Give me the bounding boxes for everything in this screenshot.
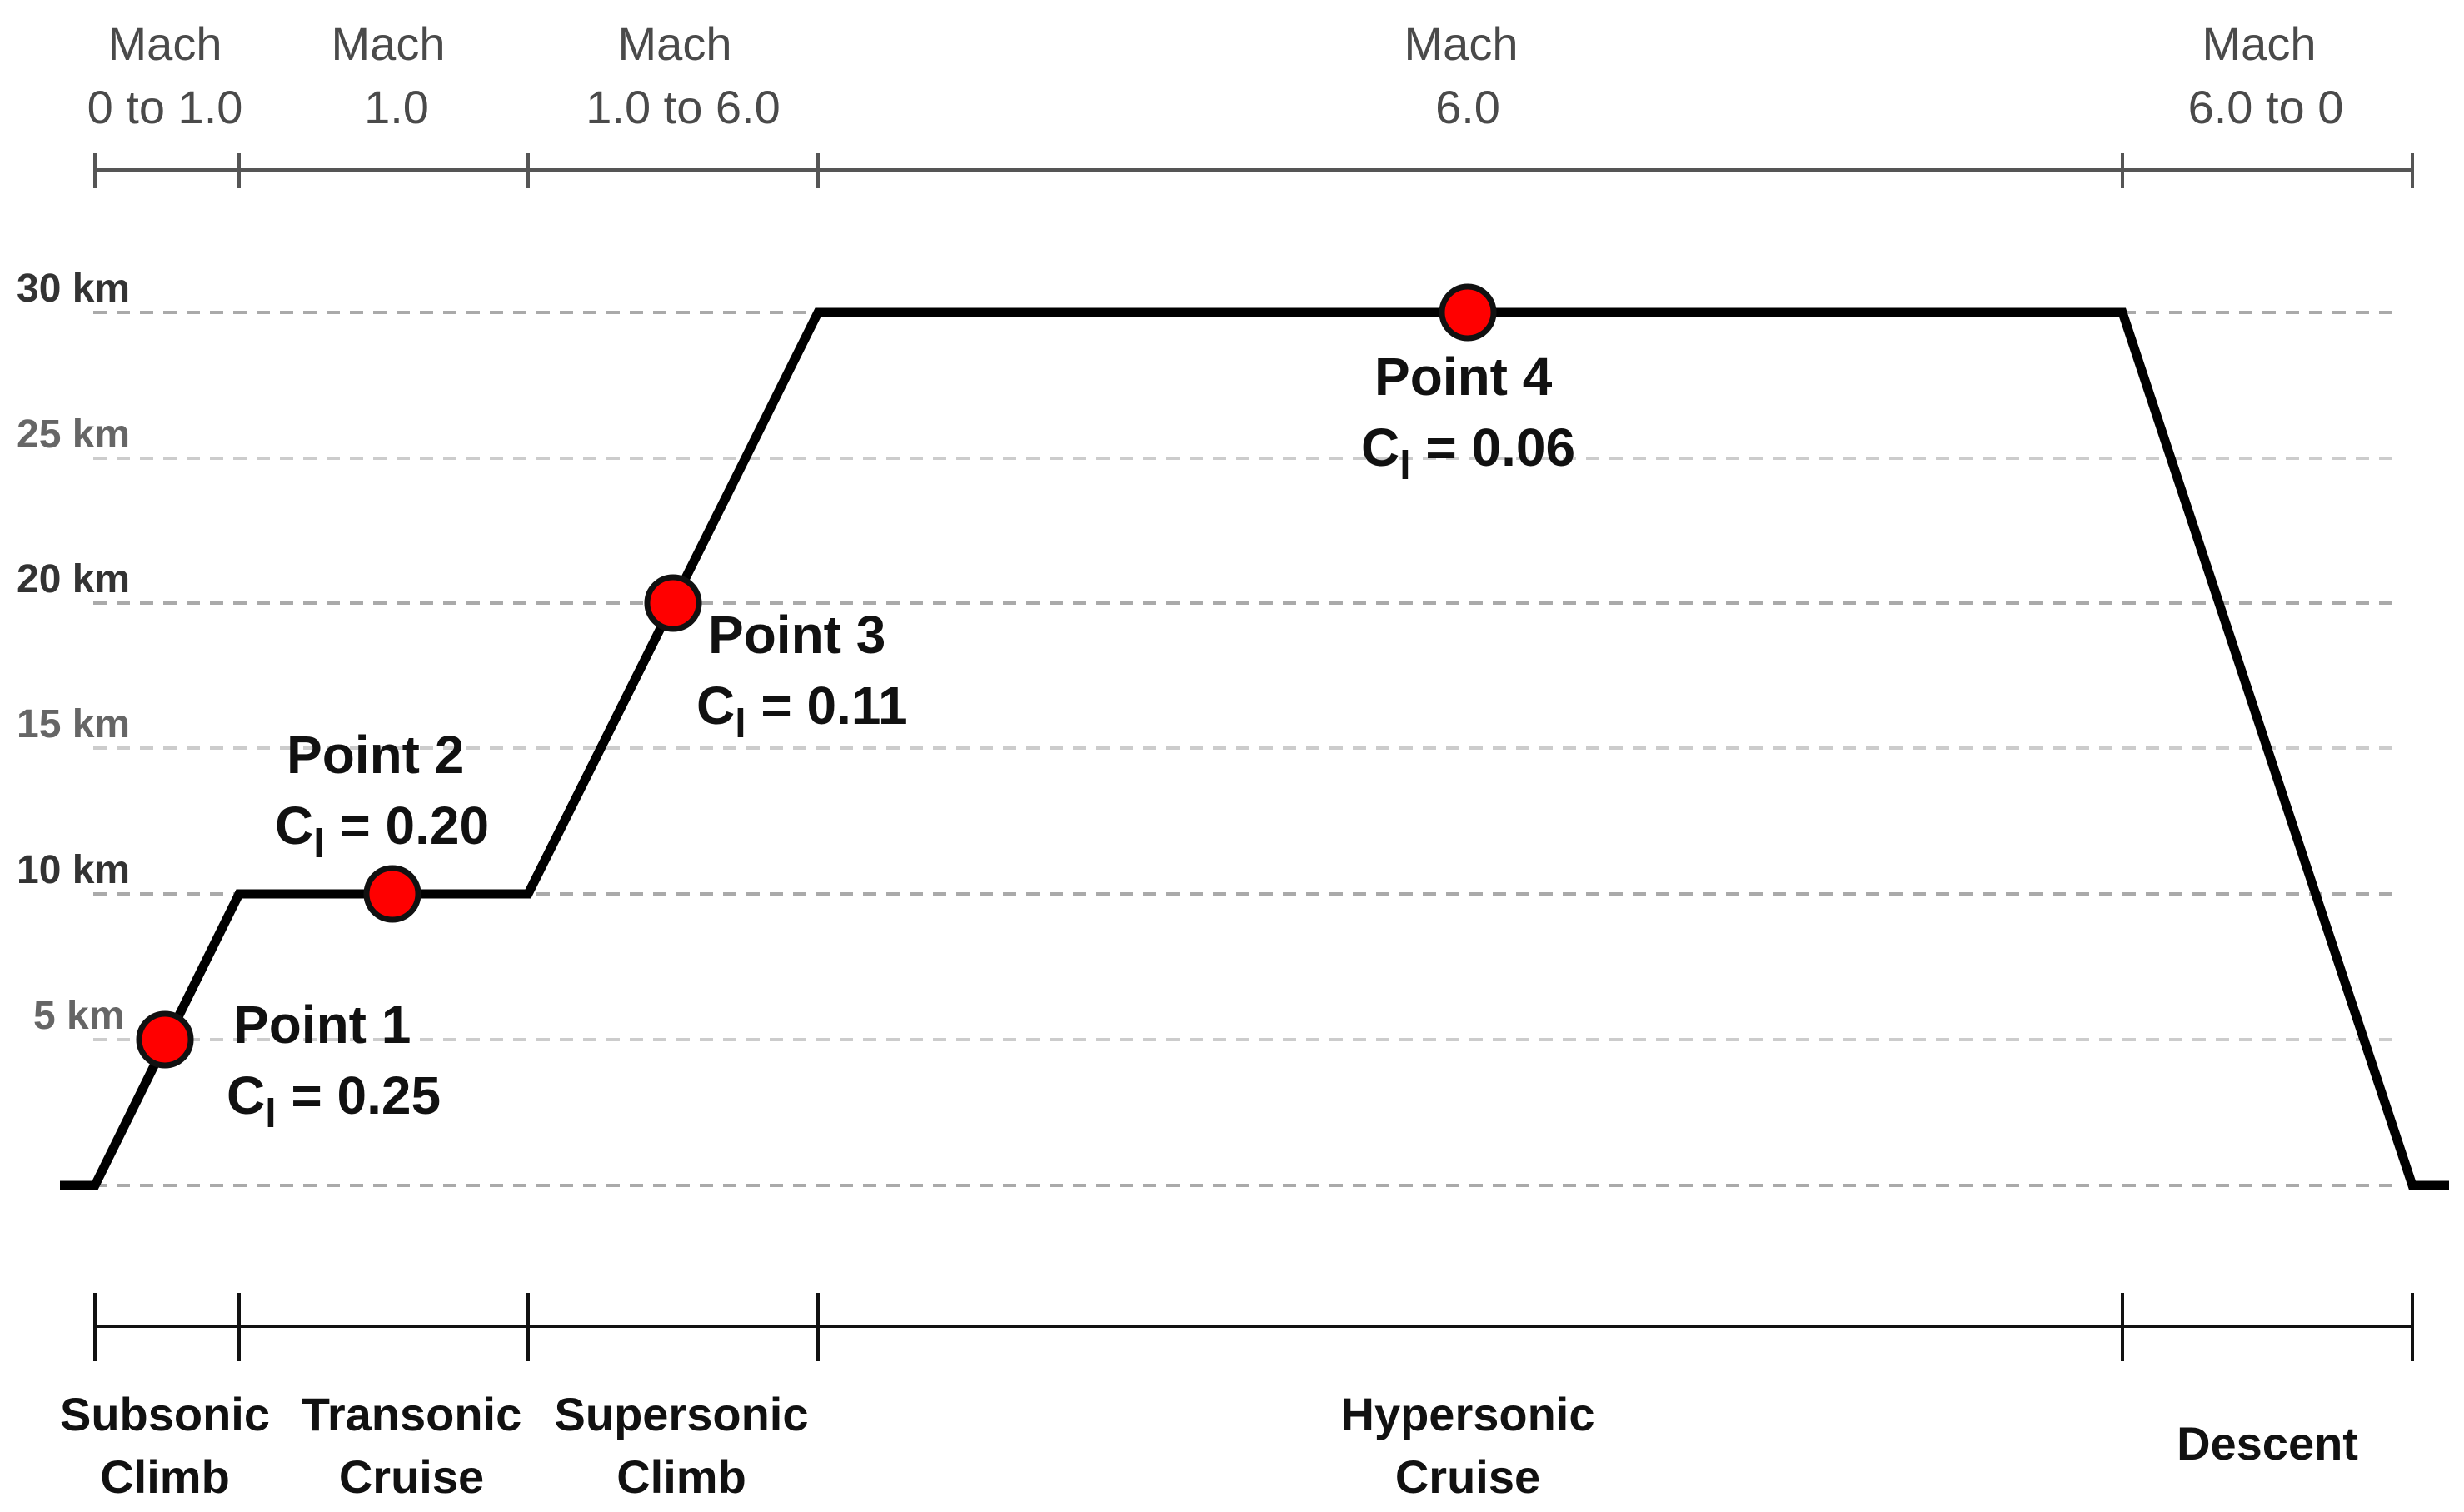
point-4-name: Point 4 (1374, 347, 1553, 407)
cl-value: = 0.11 (746, 676, 908, 736)
phase-1-line1: Subsonic (60, 1388, 270, 1440)
altitude-label-5km: 5 km (33, 994, 124, 1038)
cl-subscript: l (1399, 444, 1410, 488)
mach-labels: Mach 0 to 1.0 Mach 1.0 Mach 1.0 to 6.0 M… (87, 17, 2344, 133)
phase-labels: Subsonic Climb Transonic Cruise Superson… (60, 1388, 2358, 1503)
cl-subscript: l (313, 822, 324, 866)
altitude-labels: 30 km 25 km 20 km 15 km 10 km 5 km (17, 267, 130, 1038)
phase-5-label: Descent (2177, 1417, 2358, 1470)
mach-label-5: Mach (2202, 17, 2317, 70)
cl-value: = 0.20 (325, 796, 490, 856)
phase-3-line2: Climb (616, 1450, 746, 1503)
phase-axis (93, 1293, 2414, 1361)
mach-axis (93, 153, 2414, 188)
phase-3-line1: Supersonic (555, 1388, 809, 1440)
point-2-marker (363, 865, 421, 923)
altitude-label-30km: 30 km (17, 267, 130, 311)
cl-subscript: l (735, 702, 746, 746)
phase-2-line2: Cruise (339, 1450, 484, 1503)
point-3-marker (644, 574, 702, 632)
cl-subscript: l (265, 1092, 276, 1136)
point-1-name: Point 1 (233, 995, 411, 1055)
mach-label-3: Mach (618, 17, 732, 70)
cl-value: = 0.06 (1411, 417, 1576, 477)
mach-range-4: 6.0 (1435, 81, 1500, 133)
point-1-cl: Cl = 0.25 (227, 1065, 441, 1136)
flight-points (136, 283, 1497, 1069)
point-2-name: Point 2 (287, 725, 464, 785)
point-3-cl: Cl = 0.11 (696, 676, 908, 746)
mach-range-1: 0 to 1.0 (87, 81, 243, 133)
point-4-marker (1439, 283, 1497, 342)
point-1-marker (136, 1010, 194, 1069)
altitude-label-10km: 10 km (17, 848, 130, 892)
altitude-label-20km: 20 km (17, 557, 130, 601)
cl-symbol: C (1361, 417, 1399, 477)
point-labels: Point 1 Cl = 0.25 Point 2 Cl = 0.20 Poin… (227, 347, 1575, 1136)
phase-1-line2: Climb (100, 1450, 230, 1503)
mach-label-1: Mach (108, 17, 222, 70)
cl-symbol: C (227, 1065, 265, 1125)
cl-symbol: C (275, 796, 313, 856)
phase-4-line2: Cruise (1395, 1450, 1540, 1503)
point-2-cl: Cl = 0.20 (275, 796, 489, 866)
point-3-name: Point 3 (708, 605, 885, 665)
mach-range-3: 1.0 to 6.0 (586, 81, 781, 133)
mach-range-5: 6.0 to 0 (2188, 81, 2344, 133)
mach-label-2: Mach (332, 17, 446, 70)
phase-4-line1: Hypersonic (1341, 1388, 1595, 1440)
cl-symbol: C (696, 676, 735, 736)
altitude-label-25km: 25 km (17, 412, 130, 457)
point-4-cl: Cl = 0.06 (1361, 417, 1575, 488)
mach-label-4: Mach (1404, 17, 1519, 70)
mach-range-2: 1.0 (364, 81, 429, 133)
cl-value: = 0.25 (277, 1065, 441, 1125)
altitude-label-15km: 15 km (17, 702, 130, 746)
phase-2-line1: Transonic (302, 1388, 522, 1440)
